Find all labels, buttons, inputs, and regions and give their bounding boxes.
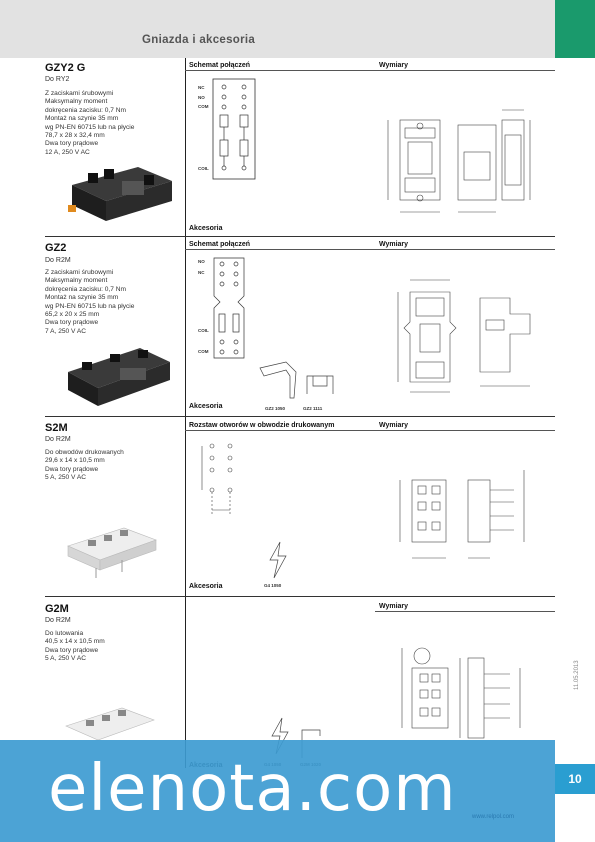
desc-line: Maksymalny moment — [45, 277, 108, 285]
desc-line: dokręcenia zacisku: 0,7 Nm — [45, 106, 126, 114]
pin-label: NO — [198, 95, 205, 100]
desc-line: 7 A, 250 V AC — [45, 327, 87, 335]
socket-photo-gz2 — [68, 348, 170, 406]
rule — [375, 70, 555, 71]
accessory-code: G4 1050 — [264, 583, 282, 588]
label-wymiary-4: Wymiary — [379, 603, 409, 610]
product-name-gzy2g: GZY2 G — [45, 62, 86, 74]
product-sub-g2m: Do R2M — [45, 617, 71, 624]
label-schemat-2: Schemat połączeń — [189, 241, 251, 248]
desc-line: Maksymalny moment — [45, 98, 108, 106]
desc-line: dokręcenia zacisku: 0,7 Nm — [45, 285, 126, 293]
desc-line: Dwa tory prądowe — [45, 646, 99, 654]
product-sub-gz2: Do R2M — [45, 257, 71, 264]
rule — [185, 249, 375, 250]
desc-line: 5 A, 250 V AC — [45, 474, 87, 482]
rule — [185, 430, 375, 431]
socket-photo-gzy2g — [68, 167, 172, 221]
print-date: 11.05.2013 — [574, 660, 580, 690]
pin-label: COM — [198, 349, 209, 354]
product-sub-gzy2g: Do RY2 — [45, 76, 70, 83]
rule — [375, 249, 555, 250]
socket-photo-g2m — [65, 707, 155, 741]
pin-label: COM — [198, 104, 209, 109]
page-number: 10 — [555, 764, 595, 794]
desc-line: Dwa tory prądowe — [45, 140, 99, 148]
accessory-code: GZ2 1050 — [265, 406, 286, 411]
label-akcesoria-3: Akcesoria — [189, 583, 223, 590]
desc-line: Dwa tory prądowe — [45, 465, 99, 473]
label-akcesoria-1: Akcesoria — [189, 225, 223, 232]
product-sub-s2m: Do R2M — [45, 436, 71, 443]
label-wymiary-1: Wymiary — [379, 62, 409, 69]
desc-line: wg PN-EN 60715 lub na płycie — [45, 302, 135, 310]
section-rule — [45, 596, 555, 597]
watermark-banner — [0, 740, 555, 842]
dimension-drawing-gzy2g — [387, 109, 531, 213]
product-desc-g2m: Do lutowania 40,5 x 14 x 10,5 mm Dwa tor… — [45, 630, 105, 664]
product-name-s2m: S2M — [45, 422, 68, 434]
accessory-gz2-1111-drawing — [306, 375, 334, 394]
desc-line: Dwa tory prądowe — [45, 319, 99, 327]
page-header — [0, 0, 555, 58]
label-schemat-1: Schemat połączeń — [189, 62, 251, 69]
desc-line: Z zaciskami śrubowymi — [45, 269, 114, 276]
watermark-text: elenota.com — [48, 752, 457, 826]
desc-line: 29,6 x 14 x 10,5 mm — [45, 457, 105, 465]
label-rozstaw: Rozstaw otworów w obwodzie drukowanym — [189, 422, 335, 429]
dimension-drawing-g2m — [401, 647, 521, 739]
socket-photo-s2m — [67, 527, 157, 578]
wiring-diagram-gz2 — [213, 257, 245, 359]
rule — [375, 430, 555, 431]
accessory-g4-1050-drawing — [269, 541, 287, 579]
desc-line: Do obwodów drukowanych — [45, 449, 124, 456]
product-name-gz2: GZ2 — [45, 242, 67, 254]
accessory-gz2-1050-drawing — [259, 361, 297, 399]
desc-line: 65,2 x 20 x 25 mm — [45, 311, 100, 319]
wiring-diagram-gzy2g — [212, 78, 256, 180]
rule — [185, 70, 375, 71]
product-desc-gzy2g: Z zaciskami śrubowymi Maksymalny moment … — [45, 90, 134, 157]
section-rule — [45, 416, 555, 417]
footer-url: www.relpol.com — [472, 814, 515, 820]
desc-line: Z zaciskami śrubowymi — [45, 90, 114, 97]
product-name-g2m: G2M — [45, 603, 69, 615]
green-tab — [555, 0, 595, 58]
pin-label: NO — [198, 259, 205, 264]
desc-line: Montaż na szynie 35 mm — [45, 294, 119, 302]
pcb-hole-layout-s2m — [201, 443, 233, 514]
pin-label: COIL — [198, 328, 209, 333]
product-desc-s2m: Do obwodów drukowanych 29,6 x 14 x 10,5 … — [45, 449, 124, 483]
label-wymiary-2: Wymiary — [379, 241, 409, 248]
pin-label: NC — [198, 270, 205, 275]
label-wymiary-3: Wymiary — [379, 422, 409, 429]
pin-label: COIL — [198, 166, 209, 171]
desc-line: 5 A, 250 V AC — [45, 655, 87, 663]
desc-line: Montaż na szynie 35 mm — [45, 115, 119, 123]
page-title: Gniazda i akcesoria — [142, 34, 256, 46]
desc-line: 12 A, 250 V AC — [45, 148, 90, 156]
desc-line: wg PN-EN 60715 lub na płycie — [45, 123, 135, 131]
desc-line: 78,7 x 28 x 32,4 mm — [45, 132, 105, 140]
desc-line: 40,5 x 14 x 10,5 mm — [45, 638, 105, 646]
column-divider — [185, 58, 186, 768]
rule — [375, 611, 555, 612]
dimension-drawing-gz2 — [397, 279, 531, 393]
pin-label: NC — [198, 85, 205, 90]
desc-line: Do lutowania — [45, 630, 84, 637]
dimension-drawing-s2m — [399, 470, 525, 559]
product-desc-gz2: Z zaciskami śrubowymi Maksymalny moment … — [45, 269, 134, 336]
section-rule — [45, 236, 555, 237]
label-akcesoria-2: Akcesoria — [189, 403, 223, 410]
accessory-code: GZ2 1111 — [303, 406, 323, 411]
